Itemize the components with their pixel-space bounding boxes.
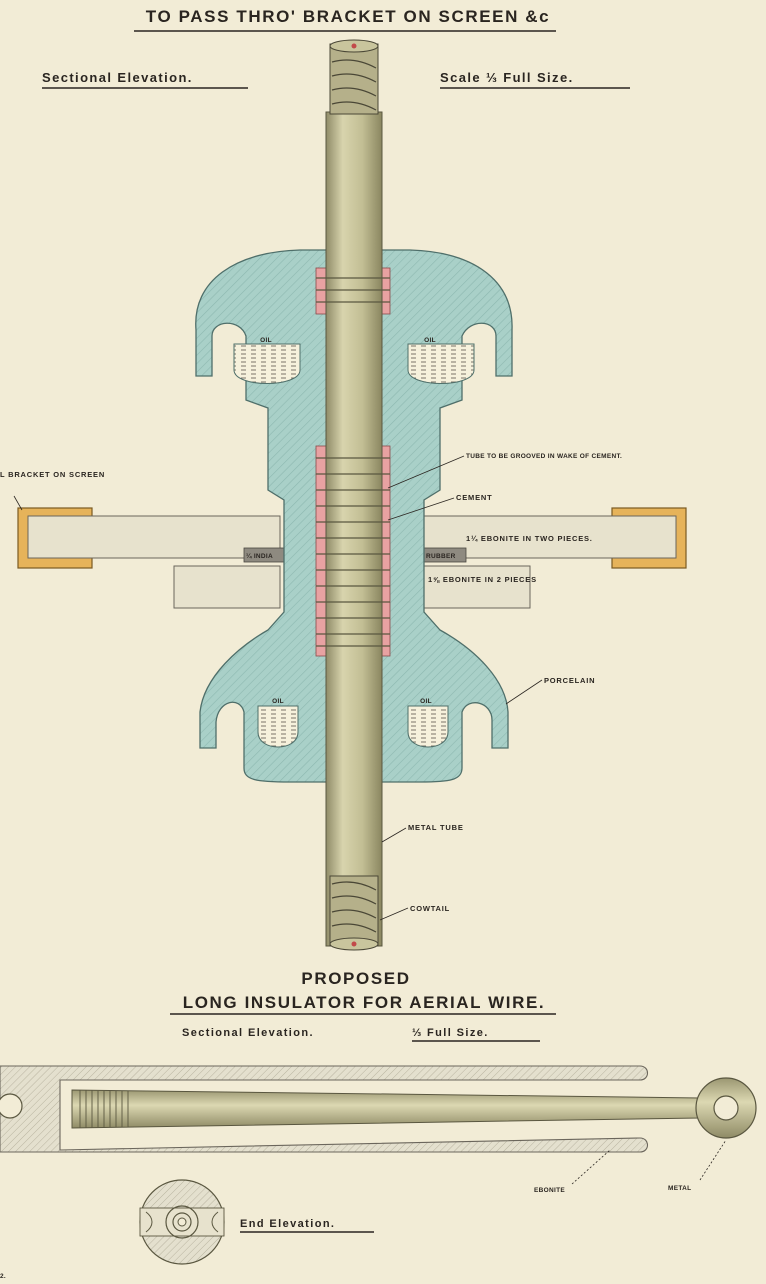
lower-scale-caption: ⅓ Full Size. [412, 1027, 489, 1039]
oil-label-upper-right: OIL [424, 337, 436, 344]
ebonite-two-pieces-label: 1¼ EBONITE IN TWO PIECES. [466, 534, 593, 543]
oil-pocket-upper-right [407, 343, 475, 384]
ebonite-plate-upper-left [27, 515, 281, 559]
upper-scale-caption: Scale ⅓ Full Size. [440, 70, 574, 85]
lower-left-caption: Sectional Elevation. [182, 1027, 314, 1039]
bracket-label: L BRACKET ON SCREEN [0, 470, 105, 479]
long-insulator-heading: LONG INSULATOR FOR AERIAL WIRE. [183, 993, 546, 1012]
long-insulator-ebonite-sleeve [0, 1065, 649, 1153]
end-elevation-view [139, 1179, 225, 1265]
india-rubber-right-label: RUBBER [426, 553, 456, 560]
ebonite-label: EBONITE [534, 1187, 565, 1194]
end-elevation-label: End Elevation. [240, 1218, 335, 1230]
metal-tube-label: METAL TUBE [408, 823, 464, 832]
oil-label-lower-right: OIL [420, 698, 432, 705]
metal-label: METAL [668, 1185, 691, 1192]
porcelain-label: PORCELAIN [544, 676, 595, 685]
metal-leader [699, 1139, 727, 1181]
tube-grooved-leader [387, 455, 465, 489]
india-rubber-left-label: ¼ INDIA [246, 552, 273, 560]
metal-tube-leader [381, 827, 407, 843]
ebonite-plate-upper-right [423, 515, 677, 559]
tube-grooved-label: TUBE TO BE GROOVED IN WAKE OF CEMENT. [466, 453, 622, 460]
metal-tube [316, 111, 390, 947]
oil-pocket-upper-left [233, 343, 301, 384]
cement-label: CEMENT [456, 493, 492, 502]
ebonite-leader [571, 1149, 611, 1185]
cement-leader [387, 497, 455, 521]
oil-label-upper-left: OIL [260, 337, 272, 344]
ebonite-plate-lower-right [423, 565, 531, 609]
oil-label-lower-left: OIL [272, 698, 284, 705]
upper-left-caption: Sectional Elevation. [42, 70, 193, 85]
left-eye-hole [0, 1093, 23, 1119]
cowtail-label: COWTAIL [410, 904, 450, 913]
oil-pocket-lower-right [407, 705, 449, 748]
long-insulator-metal-rod [71, 1077, 757, 1139]
page-mark: 2. [0, 1273, 6, 1280]
ebonite-plate-lower-left [173, 565, 281, 609]
cowtail-top [329, 39, 379, 115]
bracket-leader [13, 495, 23, 511]
proposed-heading: PROPOSED [301, 969, 410, 988]
porcelain-leader [505, 679, 543, 705]
cowtail-bottom [329, 875, 379, 951]
ebonite-2-pieces-label: 1⅝ EBONITE IN 2 PIECES [428, 575, 537, 584]
oil-pocket-lower-left [257, 705, 299, 748]
cowtail-leader [379, 907, 409, 921]
sheet-title: TO PASS THRO' BRACKET ON SCREEN &c [146, 7, 550, 26]
